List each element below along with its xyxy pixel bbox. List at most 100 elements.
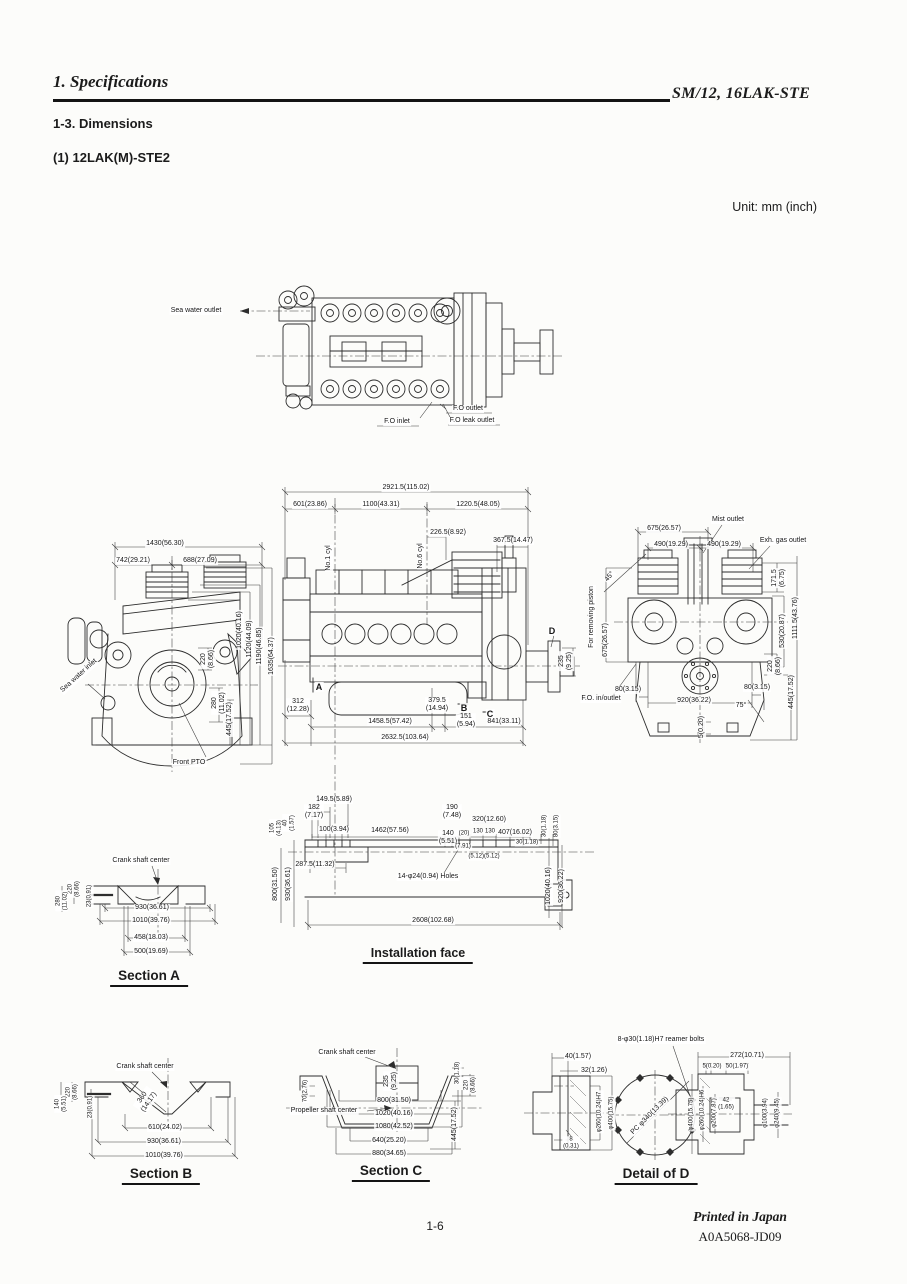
- model-heading: SM/12, 16LAK-STE: [672, 85, 811, 102]
- dim-label: 220 (8.66): [200, 648, 216, 670]
- dim-label: 1010(39.76): [131, 917, 171, 925]
- dim-label: 880(34.65): [371, 1150, 407, 1158]
- dim-label: 30(1.18): [514, 839, 540, 847]
- dim-label: 1020(40.16): [374, 1110, 414, 1118]
- dim-label: 445(17.52): [226, 701, 234, 737]
- section-b-title: Section B: [121, 1166, 201, 1185]
- dim-label: 458(18.03): [133, 934, 169, 942]
- callout-fo-leak-outlet: F.O leak outlet: [448, 417, 496, 425]
- dim-label: 2608(102.68): [411, 917, 455, 925]
- dim-label: 1080(42.52): [374, 1123, 414, 1131]
- installation-face-title: Installation face: [362, 946, 474, 964]
- dim-label: 800(31.50): [272, 866, 280, 902]
- callout-crank-shaft-center: Crank shaft center: [111, 857, 171, 865]
- dim-label: 1020(40.16): [545, 866, 553, 906]
- callout-fo-in-outlet: F.O. in/outlet: [580, 695, 622, 703]
- dim-label: 32(1.26): [579, 1067, 609, 1075]
- header-rule: [53, 99, 670, 102]
- dim-label: 688(27.09): [182, 557, 218, 565]
- dim-label: 367.5(14.47): [492, 537, 534, 545]
- dim-label: 75°: [734, 702, 748, 710]
- callout-no1-cyl: No.1 cyl: [325, 544, 333, 572]
- dim-label: φ400(15.75): [608, 1095, 616, 1131]
- front-view-drawing: [67, 542, 273, 772]
- dim-label: 130: [471, 828, 485, 836]
- dim-label: 640(25.20): [371, 1137, 407, 1145]
- dim-label: φ260(10.24)H7: [596, 1090, 604, 1134]
- dim-label: φ100(3.94): [762, 1097, 770, 1129]
- dim-label: 220 (8.66): [767, 655, 783, 677]
- dim-label: 220 (8.66): [67, 880, 81, 898]
- dim-label: 80(3.15): [553, 813, 561, 839]
- dim-label: 407(16.02): [497, 829, 533, 837]
- dim-label: 1220.5(48.05): [455, 501, 501, 509]
- dim-label: 445(17.52): [451, 1106, 459, 1142]
- dim-label: 930(36.61): [134, 904, 170, 912]
- dim-label: 930(36.61): [285, 866, 293, 902]
- dim-label: 80(3.15): [742, 684, 772, 692]
- dim-label: 235 (9.25): [558, 650, 574, 672]
- printed-note: Printed in Japan: [693, 1209, 787, 1224]
- callout-front-pto: Front PTO: [171, 759, 207, 767]
- dim-label: 182 (7.17): [303, 804, 325, 820]
- dim-label: 920(36.22): [558, 868, 566, 904]
- dim-label: 30(1.18): [541, 813, 549, 839]
- dim-label: 1635(64.37): [268, 636, 276, 676]
- section-b-drawing: [60, 1058, 239, 1160]
- dim-label: 280 (11.02): [55, 890, 69, 912]
- callout-sea-water-outlet: Sea water outlet: [169, 307, 223, 315]
- dim-label: 1462(57.56): [370, 827, 410, 835]
- callout-for-removing-piston: For removing piston: [588, 585, 596, 649]
- dim-label: 280 (11.02): [211, 691, 227, 715]
- callout-crank-shaft-center: Crank shaft center: [115, 1063, 175, 1071]
- dim-label: 80(3.15): [613, 686, 643, 694]
- callout-mist-outlet: Mist outlet: [711, 516, 745, 524]
- dim-label: 226.5(8.92): [429, 529, 467, 537]
- section-a-title: Section A: [110, 968, 188, 987]
- dim-label: 2921.5(115.02): [381, 484, 431, 492]
- dim-label: 1111.5(43.76): [792, 595, 800, 641]
- dim-label: 100(3.94): [318, 826, 350, 834]
- dim-label: 1020(40.16): [236, 610, 244, 650]
- dim-label: 220 (8.66): [463, 1076, 477, 1094]
- dim-label: 1120(44.09): [246, 619, 254, 659]
- dim-label: 320(12.60): [471, 816, 507, 824]
- dim-label: 312 (12.28): [285, 698, 311, 714]
- dim-label: φ400(15.75): [688, 1096, 696, 1132]
- dim-label: 42 (1.65): [717, 1097, 735, 1111]
- dim-label: 1190(46.85): [256, 626, 264, 666]
- dim-label: 742(29.21): [115, 557, 151, 565]
- dim-label: 1458.5(57.42): [367, 718, 413, 726]
- dim-label: 140 (5.51): [437, 830, 459, 846]
- dim-label: 930(36.61): [146, 1138, 182, 1146]
- callout-crank-shaft-center: Crank shaft center: [317, 1049, 377, 1057]
- dim-label: 151 (5.94): [455, 713, 477, 729]
- callout-fo-outlet: F.O outlet: [452, 405, 484, 413]
- subsection-heading: (1) 12LAK(M)-STE2: [53, 150, 171, 165]
- dim-label: 23(0.91): [87, 1094, 95, 1120]
- dim-label: 1010(39.76): [144, 1152, 184, 1160]
- dim-label: 601(23.86): [292, 501, 328, 509]
- callout-exh-gas-outlet: Exh. gas outlet: [758, 537, 808, 545]
- dim-label: (5.12)(5.12): [467, 853, 501, 861]
- chapter-heading: 1. Specifications: [53, 72, 169, 91]
- dim-label: 675(26.57): [602, 622, 610, 658]
- dim-label: φ260(10.24)H6: [699, 1088, 707, 1132]
- dim-label: 30(1.18): [454, 1060, 462, 1086]
- view-marker-b: B: [459, 702, 469, 714]
- dim-label: 171.5 (6.75): [771, 567, 787, 589]
- dim-label: 1100(43.31): [361, 501, 401, 509]
- callout-no6-cyl: No.6 cyl: [417, 542, 425, 570]
- dim-label: 675(26.57): [646, 525, 682, 533]
- dim-label: φ240(9.45): [774, 1097, 782, 1129]
- dim-label: 23(0.91): [86, 883, 94, 909]
- dim-label: 190 (7.48): [441, 804, 463, 820]
- top-view-drawing: [240, 285, 562, 427]
- view-marker-a: A: [314, 681, 324, 693]
- doc-code: A0A5068-JD09: [698, 1229, 782, 1244]
- dim-label: 130: [483, 828, 497, 836]
- dim-label: 490(19.29): [653, 541, 689, 549]
- dim-label: 40 (1.57): [282, 814, 296, 832]
